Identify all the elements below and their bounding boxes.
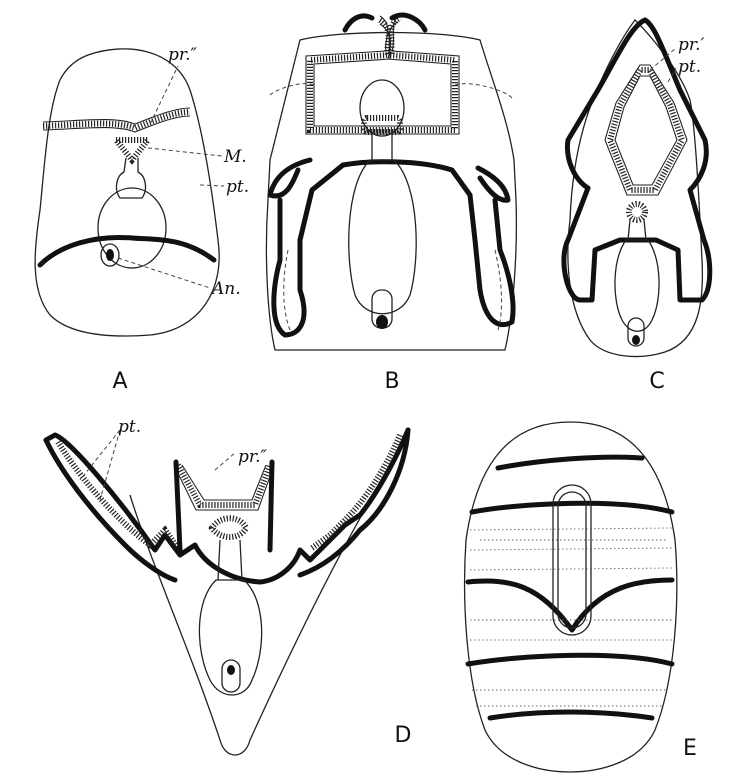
label-d-pr2: pr.″ [238, 447, 268, 467]
label-d-pt: pt. [118, 417, 141, 437]
label-c-pt: pt. [678, 57, 701, 77]
figure-e-band-4 [468, 655, 672, 664]
figure-d-stomach [199, 580, 261, 695]
figure-d-left-arm-inner [58, 442, 178, 548]
figure-d-body-outline [130, 450, 400, 755]
figure-a-mouth [116, 140, 148, 160]
label-a-pr2: pr.″ [168, 45, 198, 65]
figure-c-anus [632, 335, 640, 345]
figure-c: pr.′ pt. C [564, 20, 710, 394]
figure-e-band-5 [490, 712, 652, 718]
figure-d-mouth [212, 518, 246, 537]
figure-e-band-2 [472, 503, 672, 512]
figure-c-oral-ridge [610, 70, 682, 190]
label-c-pr1: pr.′ [678, 35, 705, 55]
figure-a-body-outline [35, 49, 219, 336]
figure-d-oral-lobe [178, 465, 270, 505]
figure-b: B [266, 14, 516, 394]
figure-e-neural-plate-inner [558, 492, 586, 628]
figure-d-caption: D [395, 723, 412, 748]
figure-a-caption: A [112, 369, 127, 394]
figure-b-caption: B [384, 369, 399, 394]
figure-a-anus [106, 249, 114, 261]
label-a-pt: pt. [226, 177, 249, 197]
figure-d-intestine [222, 660, 240, 692]
figure-e-band-3 [468, 580, 672, 630]
figure-b-anus [376, 315, 388, 329]
figure-a: pr.″ M. pt. An. A [35, 45, 249, 394]
label-a-mouth: M. [223, 147, 247, 167]
figure-d: pt. pr.″ D [46, 417, 411, 755]
figure-e-caption: E [683, 736, 697, 761]
figure-e-dotted-lines [470, 528, 672, 706]
figure-a-esophagus [117, 158, 146, 198]
figure-e-band-1 [498, 457, 642, 468]
figure-c-caption: C [649, 369, 664, 394]
figure-b-stomach [349, 160, 416, 314]
figure-d-anus [227, 665, 235, 675]
figure-c-mouth [629, 204, 645, 220]
label-a-anus: An. [210, 279, 241, 299]
figure-e: E [465, 422, 697, 772]
